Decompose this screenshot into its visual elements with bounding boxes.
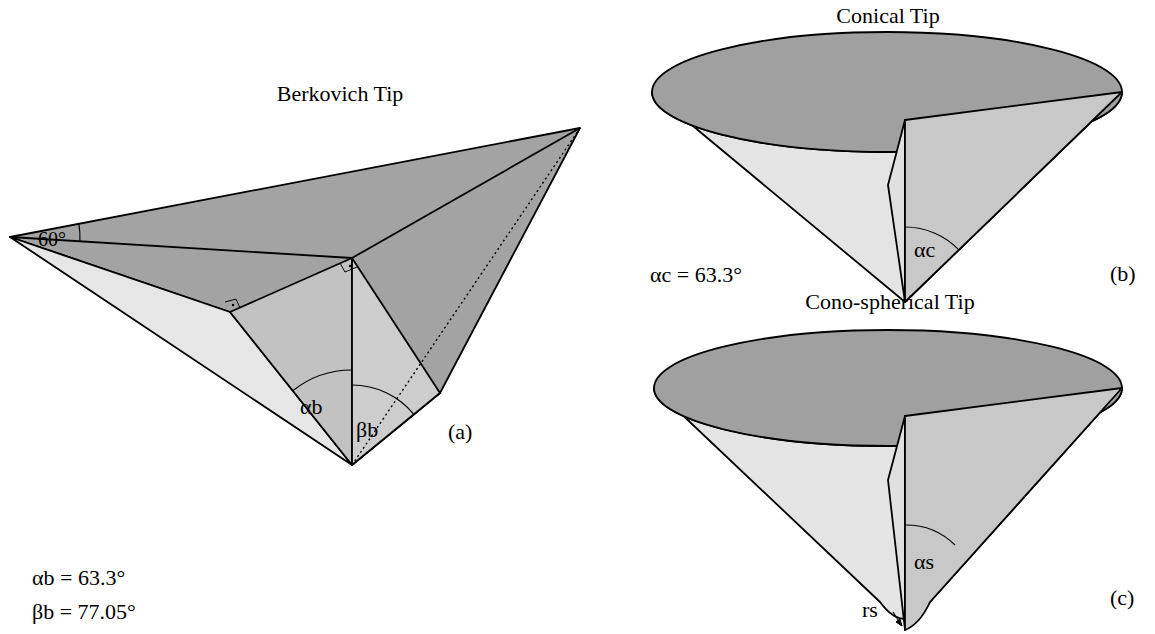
figure-label: (b)	[1110, 262, 1136, 286]
figure-label: Cono-spherical Tip	[805, 290, 974, 314]
conical-tip	[652, 32, 1122, 302]
figure-label: (c)	[1110, 586, 1134, 610]
figure-label: αb	[300, 395, 323, 419]
figure-label: Conical Tip	[836, 4, 939, 28]
figure-label: αb = 63.3°	[32, 566, 125, 590]
figure-label: rs	[862, 598, 878, 622]
figure-label: βb = 77.05°	[32, 600, 136, 624]
figure-label: Berkovich Tip	[277, 82, 404, 106]
figure-label: 60°	[38, 228, 66, 250]
berkovich-tip	[10, 128, 580, 465]
figure-label: (a)	[448, 420, 472, 444]
figure-label: βb	[356, 418, 378, 442]
cono-spherical-tip	[654, 330, 1122, 630]
figure-label: αs	[914, 550, 934, 574]
figure-label: αc = 63.3°	[650, 263, 742, 287]
figure-label: αc	[914, 238, 935, 262]
